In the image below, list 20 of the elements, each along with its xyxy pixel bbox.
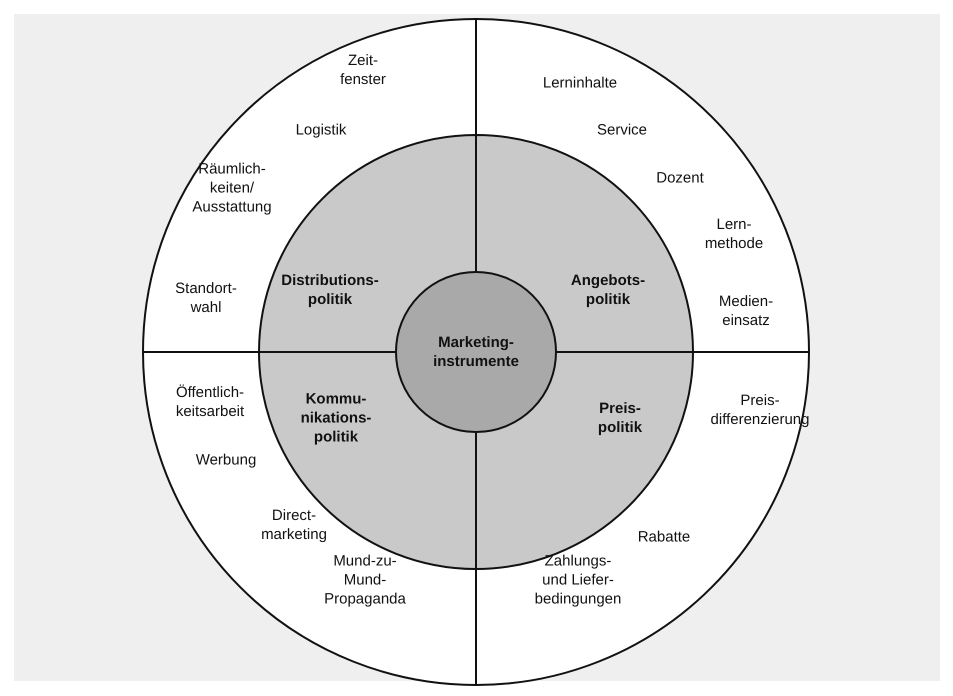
ring-label: Standort-wahl bbox=[174, 279, 238, 317]
center-title: Marketing-instrumente bbox=[432, 333, 520, 371]
segment-title: Kommu-nikations-politik bbox=[300, 390, 372, 446]
ring-label: Service bbox=[596, 120, 648, 140]
segment-title: Distributions-politik bbox=[280, 271, 380, 309]
ring-label: Räumlich-keiten/ Ausstattung bbox=[191, 160, 273, 216]
ring-label: Direct-marketing bbox=[260, 506, 328, 544]
ring-label: Werbung bbox=[194, 450, 258, 470]
ring-label: Zahlungs- und Liefer-bedingungen bbox=[534, 552, 622, 608]
ring-label: Medien-einsatz bbox=[718, 292, 774, 330]
ring-label: Lern-methode bbox=[704, 215, 764, 253]
ring-label: Lerninhalte bbox=[542, 74, 618, 92]
ring-label: Logistik bbox=[294, 120, 348, 140]
segment-title: Angebots-politik bbox=[570, 271, 646, 309]
ring-label: Dozent bbox=[655, 168, 705, 188]
segment-title: Preis-politik bbox=[596, 399, 644, 437]
ring-label: Rabatte bbox=[636, 528, 692, 546]
ring-label: Mund-zu-Mund-Propaganda bbox=[323, 552, 407, 608]
ring-label: Zeit-fenster bbox=[339, 51, 387, 89]
ring-label: Öffentlich-keitsarbeit bbox=[174, 383, 246, 421]
